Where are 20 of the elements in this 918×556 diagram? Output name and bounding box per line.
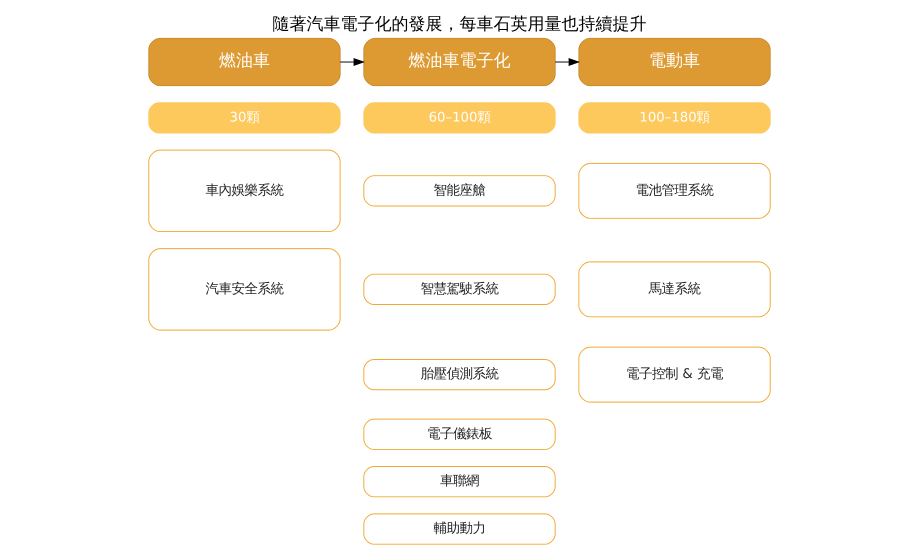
node-box: 智慧駕駛系統 xyxy=(362,274,556,305)
node-box: 電池管理系統 xyxy=(578,162,770,219)
node-box: 車內娛樂系統 xyxy=(148,150,340,232)
node-box: 馬達系統 xyxy=(578,261,770,318)
node-box: 車聯網 xyxy=(362,466,556,498)
node-box: 胎壓偵測系統 xyxy=(362,359,556,390)
node-box: 30顆 xyxy=(148,102,340,134)
node-box: 電子儀錶板 xyxy=(362,418,556,450)
node-box: 100–180顆 xyxy=(578,102,770,134)
node-box: 燃油車 xyxy=(148,38,340,86)
node-box: 輔助動力 xyxy=(362,513,556,545)
node-box: 燃油車電子化 xyxy=(362,38,556,86)
arrow xyxy=(339,58,364,66)
arrow xyxy=(554,58,580,66)
diagram-title: 隨著汽車電子化的發展，每車石英用量也持續提升 xyxy=(272,14,646,34)
node-box: 智能座艙 xyxy=(362,175,556,206)
node-box: 電子控制 & 充電 xyxy=(578,346,770,403)
node-box: 電動車 xyxy=(578,38,770,86)
node-box: 60–100顆 xyxy=(362,102,556,134)
node-box: 汽車安全系統 xyxy=(148,248,340,331)
